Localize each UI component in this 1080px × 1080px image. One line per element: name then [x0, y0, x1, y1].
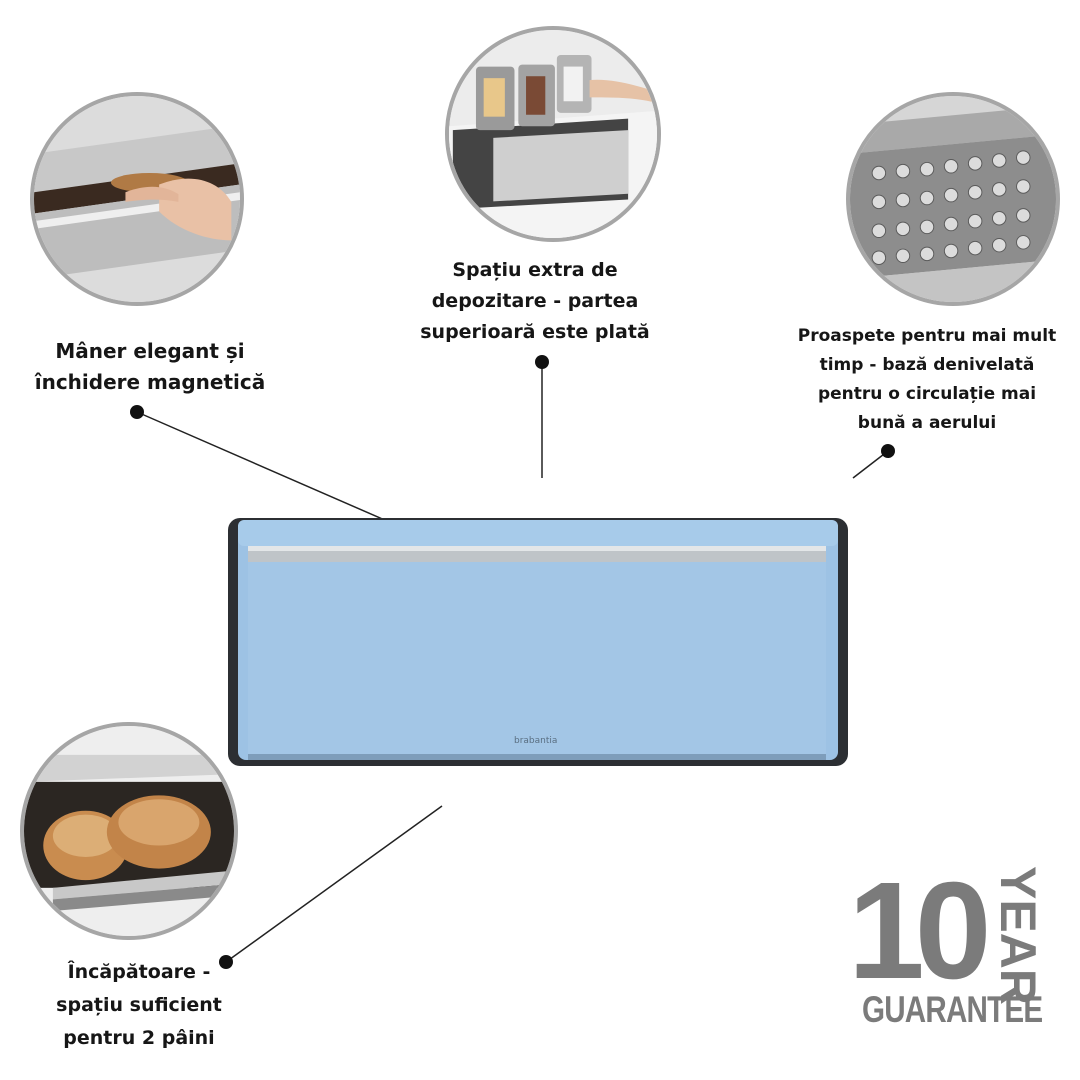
feature-handle-line-1: Mâner elegant și	[55, 339, 245, 363]
dot-storage	[535, 355, 549, 369]
feature-label-handle: Mâner elegant și închidere magnetică	[10, 336, 290, 398]
bread-bin-product: brabantia	[228, 518, 848, 768]
feature-capacity-line-3: pentru 2 pâini	[63, 1027, 215, 1049]
feature-label-capacity: Încăpătoare - spațiu suficient pentru 2 …	[14, 956, 264, 1055]
feature-capacity-line-2: spațiu suficient	[56, 994, 222, 1016]
perforated-base-illustration	[850, 96, 1056, 302]
feature-capacity-line-1: Încăpătoare -	[67, 961, 211, 983]
feature-storage-line-1: Spațiu extra de	[452, 259, 618, 281]
guarantee-badge: 10 YEAR GUARANTEE	[848, 854, 1046, 1042]
feature-label-fresh: Proaspete pentru mai mult timp - bază de…	[782, 322, 1072, 438]
feature-fresh-line-1: Proaspete pentru mai mult	[797, 326, 1057, 346]
handle-detail-illustration	[34, 96, 240, 302]
feature-storage-line-2: depozitare - partea	[431, 290, 639, 312]
feature-handle-line-2: închidere magnetică	[34, 370, 266, 394]
bread-illustration	[24, 726, 234, 936]
leader-line-capacity	[225, 805, 443, 963]
canisters-illustration	[449, 30, 657, 238]
feature-fresh-line-4: bună a aerului	[857, 413, 997, 433]
dot-capacity	[219, 955, 233, 969]
dot-fresh	[881, 444, 895, 458]
feature-storage-line-3: superioară este plată	[420, 321, 650, 343]
bread-loaves-photo	[20, 722, 238, 940]
bread-bin-illustration	[228, 518, 848, 766]
perforated-base-photo	[846, 92, 1060, 306]
feature-label-storage: Spațiu extra de depozitare - partea supe…	[400, 255, 670, 348]
feature-fresh-line-3: pentru o circulație mai	[817, 384, 1037, 404]
guarantee-unit: YEAR	[990, 866, 1046, 1005]
guarantee-word: GUARANTEE	[862, 989, 1043, 1030]
feature-fresh-line-2: timp - bază denivelată	[819, 355, 1035, 375]
handle-detail-photo	[30, 92, 244, 306]
guarantee-number: 10	[848, 854, 991, 1008]
brand-logo: brabantia	[514, 736, 558, 746]
stacked-canisters-photo	[445, 26, 661, 242]
dot-handle	[130, 405, 144, 419]
